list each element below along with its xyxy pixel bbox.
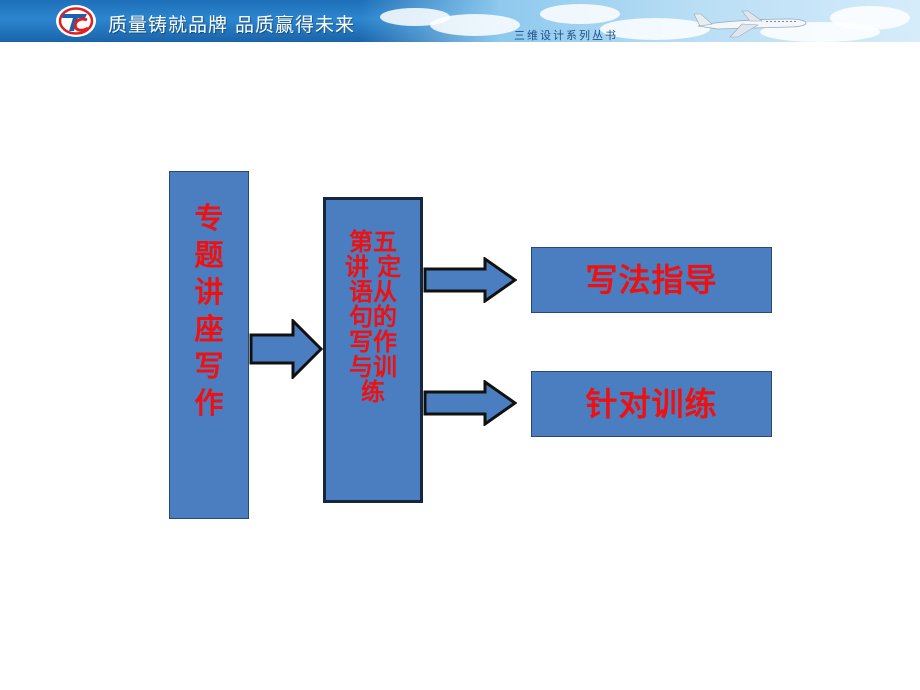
header-series-title: 三维设计系列丛书 — [514, 29, 618, 42]
main-topic-text: 专题讲座 写作 — [194, 201, 224, 420]
cloud-decoration — [600, 18, 710, 40]
arrow-right-icon — [423, 257, 517, 303]
main-topic-box: 专题讲座 写作 — [169, 171, 249, 519]
cloud-decoration — [540, 4, 620, 24]
arrow-right-icon — [249, 319, 323, 379]
writing-guide-box[interactable]: 写法指导 — [531, 247, 772, 313]
lesson-text: 第五讲 定语从句的写作与训练 — [344, 228, 402, 406]
cloud-decoration — [430, 14, 520, 36]
lesson-box: 第五讲 定语从句的写作与训练 — [323, 197, 423, 503]
tc-logo-icon — [56, 5, 96, 37]
header-slogan: 质量铸就品牌 品质赢得未来 — [108, 14, 356, 36]
header-banner: 质量铸就品牌 品质赢得未来 三维设计系列丛书 — [0, 0, 920, 42]
arrow-right-icon — [423, 380, 517, 426]
practice-box[interactable]: 针对训练 — [531, 371, 772, 437]
airplane-icon — [693, 10, 807, 38]
